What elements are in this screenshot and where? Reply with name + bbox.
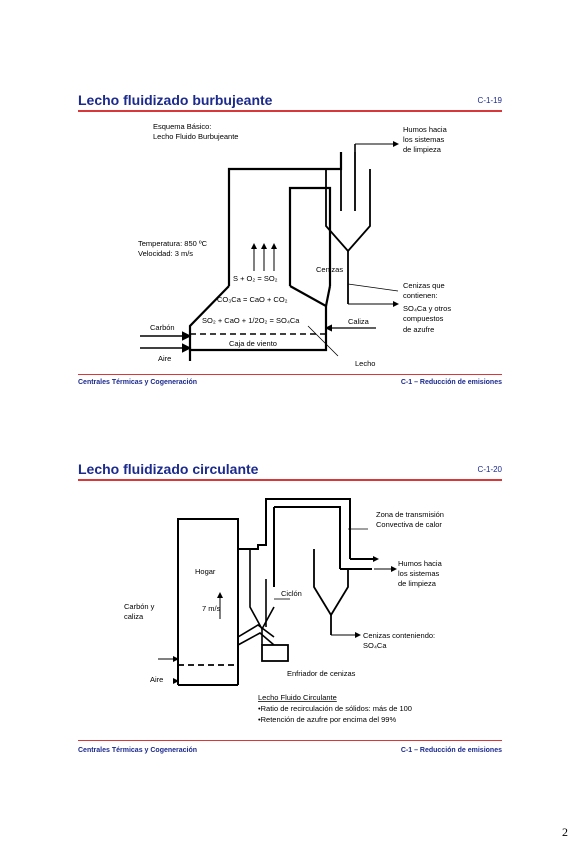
label-humos-1: Humos hacia: [403, 125, 448, 134]
label-cq-1: Cenizas que: [403, 281, 445, 290]
bubbling-bed-diagram: Esquema Básico: Lecho Fluido Burbujeante…: [138, 122, 451, 368]
slide-1-code: C-1-19: [477, 96, 502, 105]
label-humos-2: los sistemas: [403, 135, 445, 144]
upward-flow-arrows: [251, 243, 277, 271]
return-leg: [237, 624, 275, 646]
label-zona-1: Zona de transmisión: [376, 510, 444, 519]
label-enfriador: Enfriador de cenizas: [287, 669, 356, 678]
reaction-3: SO₂ + CaO + 1/2O₂ = SO₄Ca: [202, 316, 300, 325]
label-temperatura: Temperatura: 850 ºC: [138, 239, 208, 248]
label-esquema-1: Esquema Básico:: [153, 122, 211, 131]
label-humos-3: de limpieza: [403, 145, 442, 154]
label-zona-2: Convectiva de calor: [376, 520, 442, 529]
label-aire-2: Aire: [150, 675, 163, 684]
combustor-outline: [188, 152, 343, 361]
label-carbon: Carbón: [150, 323, 175, 332]
reaction-2: CO₃Ca = CaO + CO₂: [217, 295, 288, 304]
slide-2-title: Lecho fluidizado circulante: [78, 461, 259, 477]
label-lecho: Lecho: [355, 359, 375, 368]
cyclone-2: [249, 549, 275, 645]
label-cenizas: Cenizas: [316, 265, 343, 274]
label-velocidad: Velocidad: 3 m/s: [138, 249, 193, 258]
label-esquema-2: Lecho Fluido Burbujeante: [153, 132, 238, 141]
label-humos-3b: de limpieza: [398, 579, 437, 588]
slide-2-footer-right: C-1 – Reducción de emisiones: [400, 747, 502, 754]
label-humos-1b: Humos hacia: [398, 559, 443, 568]
circulating-bed-diagram: Zona de transmisión Convectiva de calor …: [124, 498, 444, 724]
slide-2-footer-left: Centrales Térmicas y Cogeneración: [78, 747, 198, 754]
label-humos-2b: los sistemas: [398, 569, 440, 578]
label-aire: Aire: [158, 354, 171, 363]
label-cq-3: SO₄Ca y otros: [403, 304, 451, 313]
slide-2-footer-rule: [78, 740, 502, 741]
label-caliza: Caliza: [348, 317, 370, 326]
label-7ms: 7 m/s: [202, 604, 221, 613]
label-caja-de-viento: Caja de viento: [229, 339, 277, 348]
slide-1-footer-right: C-1 – Reducción de emisiones: [400, 379, 502, 386]
slide-1-footer-left: Centrales Térmicas y Cogeneración: [78, 379, 198, 386]
reaction-1: S + O₂ = SO₂: [233, 274, 278, 283]
label-carbon-2: caliza: [124, 612, 144, 621]
slide-1-title-rule: [78, 110, 502, 112]
note-2: •Retención de azufre por encima del 99%: [258, 715, 396, 724]
label-hogar: Hogar: [195, 567, 216, 576]
cyclone: [325, 152, 371, 304]
slide-1-title: Lecho fluidizado burbujeante: [78, 92, 273, 108]
convective-section: [313, 549, 349, 635]
top-ducting: [238, 498, 374, 587]
label-cenizas-1: Cenizas conteniendo:: [363, 631, 435, 640]
label-cq-4: compuestos: [403, 314, 444, 323]
slide-2-title-rule: [78, 479, 502, 481]
label-cenizas-2: SO₄Ca: [363, 641, 387, 650]
label-carbon-1: Carbón y: [124, 602, 155, 611]
slide-1: Lecho fluidizado burbujeante C-1-19: [78, 92, 502, 392]
slide-2: Lecho fluidizado circulante C-1-20: [78, 461, 502, 761]
slide-1-footer-rule: [78, 374, 502, 375]
notes-title: Lecho Fluido Circulante: [258, 693, 337, 702]
label-cq-2: contienen:: [403, 291, 438, 300]
slide-2-code: C-1-20: [477, 465, 502, 474]
furnace: [177, 518, 239, 686]
label-cq-5: de azufre: [403, 325, 434, 334]
ash-cooler: [261, 644, 289, 662]
note-1: •Ratio de recirculación de sólidos: más …: [258, 704, 412, 713]
label-ciclon: Ciclón: [281, 589, 302, 598]
page-number: 2: [562, 825, 568, 839]
